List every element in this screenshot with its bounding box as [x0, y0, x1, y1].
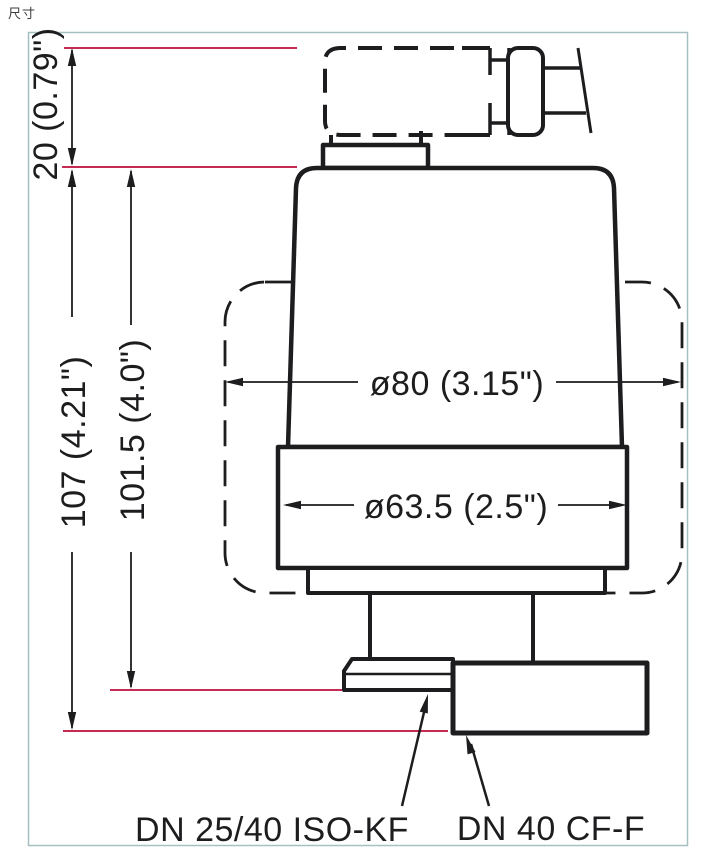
cable-gland-block [506, 46, 545, 137]
label-cf-flange: DN 40 CF-F [457, 810, 645, 848]
reference-lines [62, 47, 448, 732]
dim-flange-diameter: ø63.5 (2.5") [364, 488, 548, 526]
cf-flange [450, 660, 650, 736]
dimension-arrowheads [67, 48, 681, 755]
dim-body-height: 101.5 (4.0") [114, 339, 152, 522]
dim-connector-height: 20 (0.79") [27, 27, 65, 180]
connector-neck [320, 142, 431, 171]
connector-edge-ends [462, 46, 490, 137]
connector-dashed-body [323, 46, 490, 137]
base-plate [306, 566, 607, 595]
cable-line [576, 47, 593, 134]
gauge-outline [275, 46, 650, 736]
cf-leader-arrowhead [466, 735, 476, 755]
flange-block [275, 444, 630, 571]
dim-overall-height: 107 (4.21") [55, 356, 93, 529]
page-title: 尺寸 [8, 6, 37, 21]
tube [368, 593, 535, 663]
kf-leader-line [400, 707, 427, 807]
cf-leader-line [469, 743, 491, 807]
label-kf-flange: DN 25/40 ISO-KF [135, 811, 409, 849]
gauge-body [285, 165, 625, 450]
dim-outer-diameter: ø80 (3.15") [370, 365, 544, 403]
kf-leader-arrowhead [419, 694, 428, 714]
cable-gland-nut [543, 66, 586, 115]
dimension-lines [71, 50, 678, 807]
